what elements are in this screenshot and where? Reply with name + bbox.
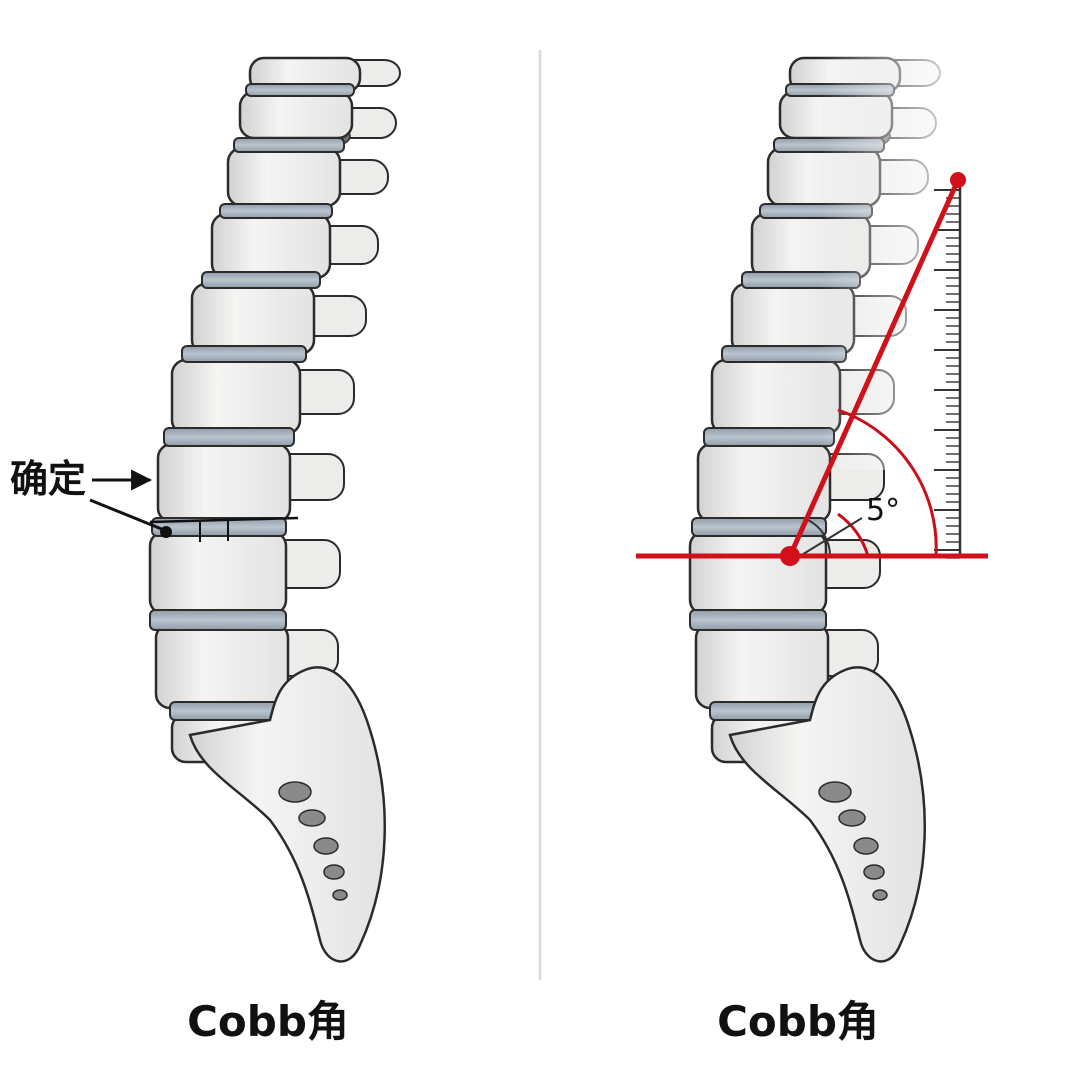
sacral-foramen bbox=[872, 889, 888, 901]
vertebral-body bbox=[688, 530, 828, 616]
annotation-pointer-line bbox=[89, 498, 165, 532]
sacral-foramen bbox=[863, 864, 885, 880]
endplate-point bbox=[160, 526, 172, 538]
vertebral-body bbox=[148, 530, 288, 616]
outer-angle-arc bbox=[837, 408, 938, 557]
vertebral-body bbox=[190, 282, 316, 356]
end-point bbox=[950, 172, 966, 188]
sacral-foramen bbox=[332, 889, 348, 901]
intervertebral-disc bbox=[151, 517, 287, 537]
sacral-foramen bbox=[818, 781, 852, 803]
cobb-measurement-group: 5° bbox=[636, 172, 988, 566]
intervertebral-disc bbox=[219, 203, 333, 219]
vertebral-body bbox=[156, 442, 292, 524]
vertebral-body bbox=[238, 90, 354, 140]
spine-illustration-left bbox=[148, 56, 401, 963]
caption-right: Cobb角 bbox=[717, 997, 879, 1046]
vertebral-body bbox=[170, 358, 302, 436]
intervertebral-disc bbox=[149, 609, 287, 631]
vertex-point bbox=[780, 546, 800, 566]
inner-angle-arc bbox=[837, 512, 870, 557]
small-angle-arc bbox=[807, 519, 832, 557]
vertebral-body bbox=[154, 622, 290, 710]
vertebral-body bbox=[694, 622, 830, 710]
vertebral-body bbox=[226, 146, 342, 208]
intervertebral-disc bbox=[163, 427, 295, 447]
intervertebral-disc bbox=[689, 609, 827, 631]
sacrum bbox=[728, 666, 926, 963]
sacral-foramen bbox=[323, 864, 345, 880]
right-spine-fade bbox=[820, 50, 980, 470]
sacral-foramen bbox=[278, 781, 312, 803]
vertebral-body bbox=[210, 212, 332, 280]
intervertebral-disc bbox=[245, 83, 355, 97]
intervertebral-disc bbox=[233, 137, 345, 153]
intervertebral-disc bbox=[691, 517, 827, 537]
intervertebral-disc bbox=[181, 345, 307, 363]
left-annotation-group: 确定 bbox=[10, 457, 299, 542]
sacrum bbox=[188, 666, 386, 963]
endplate-line bbox=[149, 516, 299, 524]
sacral-foramen bbox=[838, 809, 866, 827]
tilted-measurement-line bbox=[787, 178, 961, 558]
sacral-foramen bbox=[313, 837, 339, 855]
sacral-foramen bbox=[853, 837, 879, 855]
intervertebral-disc bbox=[703, 427, 835, 447]
sacral-foramen bbox=[298, 809, 326, 827]
angle-label: 5° bbox=[866, 493, 900, 528]
annotation-label: 确定 bbox=[10, 457, 86, 501]
intervertebral-disc bbox=[201, 271, 321, 289]
angle-pointer-line bbox=[799, 517, 863, 557]
caption-left: Cobb角 bbox=[187, 997, 349, 1046]
